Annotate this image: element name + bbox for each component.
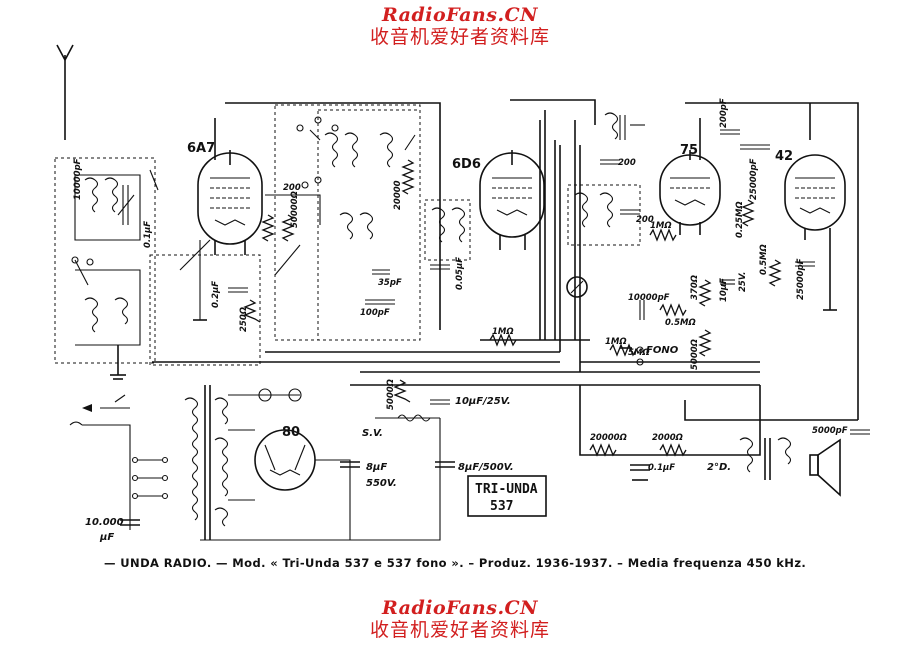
r-1m-a-label: 1MΩ — [492, 327, 514, 337]
r-50000-label: 50000Ω — [290, 191, 300, 228]
speaker-section: 20000Ω 2000Ω 0.1μF 2°D. 5000pF — [579, 385, 870, 497]
c-200-label: 200 — [618, 158, 636, 168]
c-200b-label: 200 — [636, 215, 654, 225]
c-10000pf-label: 10000pF — [628, 293, 670, 303]
c-100pf-label: 100pF — [360, 308, 390, 318]
waveband-coils: 35pF 100pF 20000 — [274, 104, 421, 341]
tube-75: 75 — [659, 143, 721, 235]
watermark-site-bottom: RadioFans.CN — [381, 597, 539, 619]
c-10000pf-ant-label: 10000pF — [73, 158, 83, 200]
power-supply: 10.000 μF 80 8μF 550V. S.V. 5000Ω 10μF/2… — [69, 379, 514, 543]
sv-label: S.V. — [362, 428, 383, 439]
c-005uf-label: 0.05μF — [455, 257, 465, 290]
r-5m-label: 5MΩ — [628, 348, 650, 358]
r-5000-sv-label: 5000Ω — [386, 379, 396, 410]
watermark-bottom: RadioFans.CN 收音机爱好者资料库 — [0, 597, 920, 641]
c-01uf-label: 0.1μF — [143, 221, 153, 248]
tube-6a7-label: 6A7 — [187, 141, 215, 156]
watermark-site-top: RadioFans.CN — [381, 4, 539, 26]
watermark-top: RadioFans.CN 收音机爱好者资料库 — [0, 4, 920, 48]
v-25-label: 25V. — [738, 272, 748, 292]
c-10000uf-label-1: 10.000 — [85, 517, 124, 528]
r-250-label: 250Ω — [239, 307, 249, 332]
c-200pf-label: 200pF — [719, 98, 729, 128]
c-25000pf-b-label: 25000pF — [796, 258, 806, 300]
tube-6a7: 6A7 — [187, 141, 263, 255]
r-20000-label: 20000 — [393, 180, 403, 210]
r-20000a-label: 20000Ω — [590, 433, 627, 443]
c-8uf-500-label: 8μF/500V. — [458, 462, 514, 473]
r-025m-label: 0.25MΩ — [735, 201, 745, 238]
r-200-label: 200 — [283, 183, 301, 193]
r-370-label: 370Ω — [690, 275, 700, 300]
if-transformer-2: 200 200 1MΩ — [566, 112, 677, 298]
c-5000pf-label: 5000pF — [812, 426, 848, 436]
r-5000-label: 5000Ω — [690, 339, 700, 370]
c-35pf-label: 35pF — [378, 278, 402, 288]
r-05m-label: 0.5MΩ — [665, 318, 696, 328]
audio-section: 200pF 0.25MΩ 25000pF 10000pF 0.5MΩ 370Ω … — [620, 98, 770, 370]
oscillator-section: 200 50000Ω 0.2μF 250Ω — [149, 183, 321, 366]
c-02uf-label: 0.2μF — [211, 281, 221, 308]
if-transformer-1: 0.05μF — [424, 199, 471, 290]
c-10000uf-label-2: μF — [99, 532, 114, 543]
tube-42-label: 42 — [775, 149, 793, 164]
d2-label: 2°D. — [707, 462, 731, 473]
c-10uf-25v-label: 10μF/25V. — [455, 396, 511, 407]
r-2000-label: 2000Ω — [652, 433, 683, 443]
fono-label: FONO — [646, 345, 679, 356]
tube-80-label: 80 — [282, 425, 300, 440]
tube-6d6-label: 6D6 — [452, 157, 481, 172]
r-05m-b-label: 0.5MΩ — [759, 244, 769, 275]
antenna-section: 10000pF 0.1μF — [54, 44, 159, 380]
c-8uf-550-label: 8μF — [366, 462, 387, 473]
resistor-row: 1MΩ 1MΩ FONO — [489, 327, 679, 366]
model-box-line2: 537 — [490, 499, 513, 514]
r-1m-b-label: 1MΩ — [605, 337, 627, 347]
r-1m-c-label: 1MΩ — [650, 221, 672, 231]
watermark-chinese-bottom: 收音机爱好者资料库 — [369, 619, 550, 641]
model-box-line1: TRI-UNDA — [475, 482, 538, 497]
tube-6d6: 6D6 — [452, 150, 545, 250]
c-25000pf-a-label: 25000pF — [749, 158, 759, 200]
watermark-chinese-top: 收音机爱好者资料库 — [369, 26, 550, 48]
caption: — UNDA RADIO. — Mod. « Tri-Unda 537 e 53… — [104, 556, 806, 570]
bus-wiring — [152, 99, 859, 421]
c-01uf-b-label: 0.1μF — [648, 463, 675, 473]
model-box: TRI-UNDA 537 — [467, 475, 547, 517]
c-10uf-label: 10μF — [719, 278, 729, 302]
v-550-label: 550V. — [366, 478, 397, 489]
tube-75-label: 75 — [680, 143, 698, 158]
tube-42: 42 0.5MΩ 25000pF — [759, 149, 846, 311]
